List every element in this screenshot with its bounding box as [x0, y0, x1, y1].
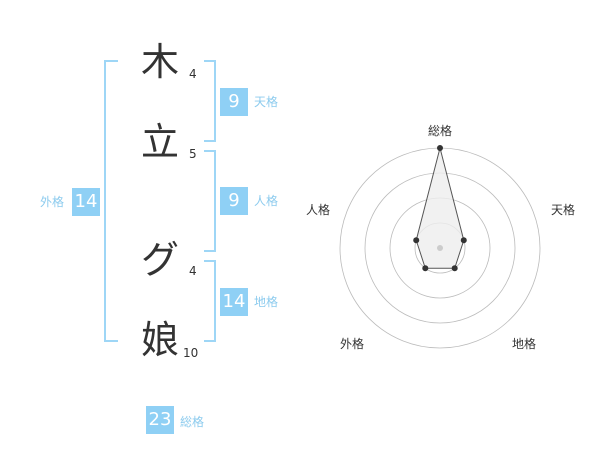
radar-label-jinkaku: 人格 — [305, 203, 330, 217]
radar-point-2 — [451, 265, 458, 272]
radar-label-gaikaku: 外格 — [339, 337, 364, 351]
name-char-2-strokes: 5 — [189, 147, 197, 161]
chikaku-label: 地格 — [254, 295, 279, 309]
radar-chart — [339, 145, 541, 349]
gaikaku-label: 外格 — [40, 195, 65, 209]
name-char-1: 木 — [140, 40, 179, 84]
name-char-4-strokes: 10 — [183, 346, 199, 360]
gaikaku-bracket — [104, 60, 118, 342]
jinkaku-value: 9 — [220, 187, 248, 215]
radar-point-3 — [422, 265, 429, 272]
radar-point-1 — [460, 237, 467, 244]
radar-label-soukaku: 総格 — [427, 124, 452, 138]
name-char-3: グ — [140, 238, 179, 282]
gaikaku-value: 14 — [72, 188, 100, 216]
name-char-2: 立 — [140, 120, 179, 164]
radar-polygon — [415, 147, 465, 269]
name-char-3-strokes: 4 — [189, 264, 197, 278]
name-char-4: 娘 — [140, 318, 179, 362]
jinkaku-label: 人格 — [254, 194, 279, 208]
radar-label-tenkaku: 天格 — [550, 203, 575, 217]
name-char-1-strokes: 4 — [189, 67, 197, 81]
tenkaku-bracket — [204, 60, 216, 142]
radar-center-dot — [437, 245, 443, 251]
soukaku-value: 23 — [146, 406, 174, 434]
radar-points — [413, 145, 467, 272]
tenkaku-label: 天格 — [254, 95, 279, 109]
radar-label-chikaku: 地格 — [511, 337, 536, 351]
chikaku-value: 14 — [220, 288, 248, 316]
jinkaku-bracket — [204, 150, 216, 252]
soukaku-label: 総格 — [180, 415, 205, 429]
radar-point-4 — [413, 237, 420, 244]
tenkaku-value: 9 — [220, 88, 248, 116]
chikaku-bracket — [204, 260, 216, 342]
radar-point-0 — [437, 145, 443, 151]
